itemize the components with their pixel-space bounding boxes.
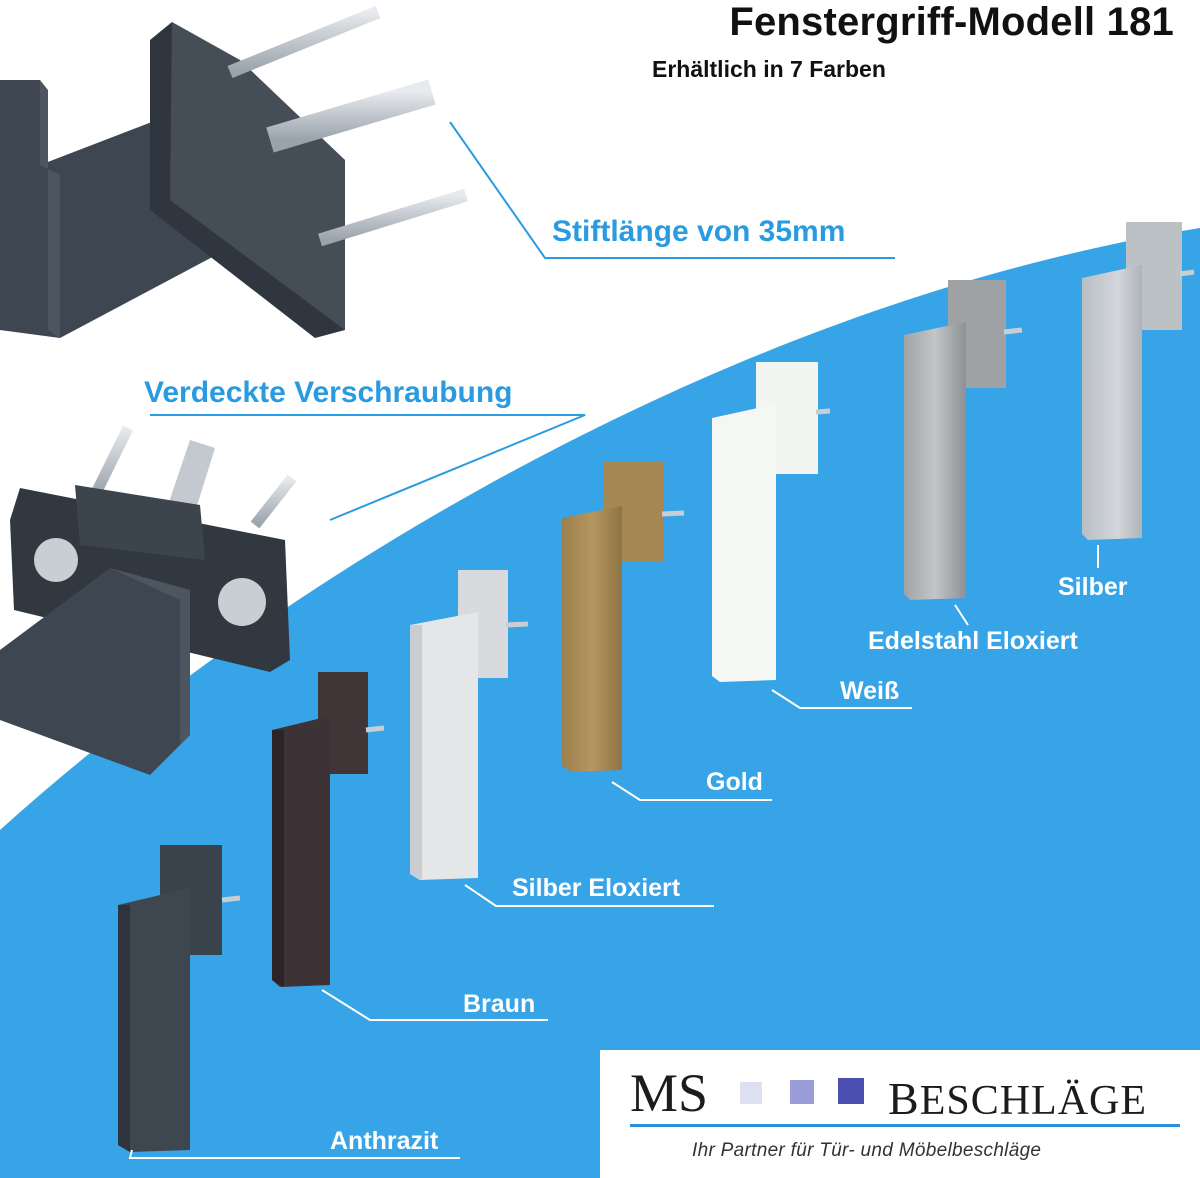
page-title: Fenstergriff-Modell 181 [729,0,1174,44]
color-label-edelstahl-eloxiert: Edelstahl Eloxiert [868,627,1078,655]
handle-silber-eloxiert [410,570,714,907]
brand-square-3 [838,1078,864,1104]
callout-pin-length: Stiftlänge von 35mm [552,215,846,248]
handle-edelstahl-eloxiert [904,280,1023,626]
callout-concealed-screws: Verdeckte Verschraubung [144,376,513,409]
handle-gold [562,462,772,801]
brand-divider [630,1124,1180,1127]
color-label-braun: Braun [463,990,536,1018]
handle-base-screws [0,425,297,775]
brand-square-1 [740,1082,762,1104]
brand-tagline: Ihr Partner für Tür- und Möbelbeschläge [692,1140,1042,1161]
color-label-silber: Silber [1058,573,1128,601]
brand-logo-rest: ESCHLÄGE [919,1078,1148,1124]
handle-braun [272,672,548,1021]
color-label-gold: Gold [706,768,763,796]
page-subtitle: Erhältlich in 7 Farben [652,56,886,82]
handle-anthrazit [118,845,460,1159]
brand-logo-initial: B [888,1073,920,1124]
leader-line-pin [449,121,895,259]
handle-base-top [0,5,468,338]
brand-logo-ms: MS [630,1063,709,1123]
handle-silber [1082,222,1195,568]
color-label-weiss: Weiß [840,677,900,705]
brand-logo-beschlaege: BESCHLÄGE [888,1072,1147,1125]
leader-line-screws [150,414,586,521]
handle-weiss [712,362,912,709]
color-label-silber-eloxiert: Silber Eloxiert [512,874,681,902]
brand-square-2 [790,1080,814,1104]
color-label-anthrazit: Anthrazit [330,1127,439,1155]
